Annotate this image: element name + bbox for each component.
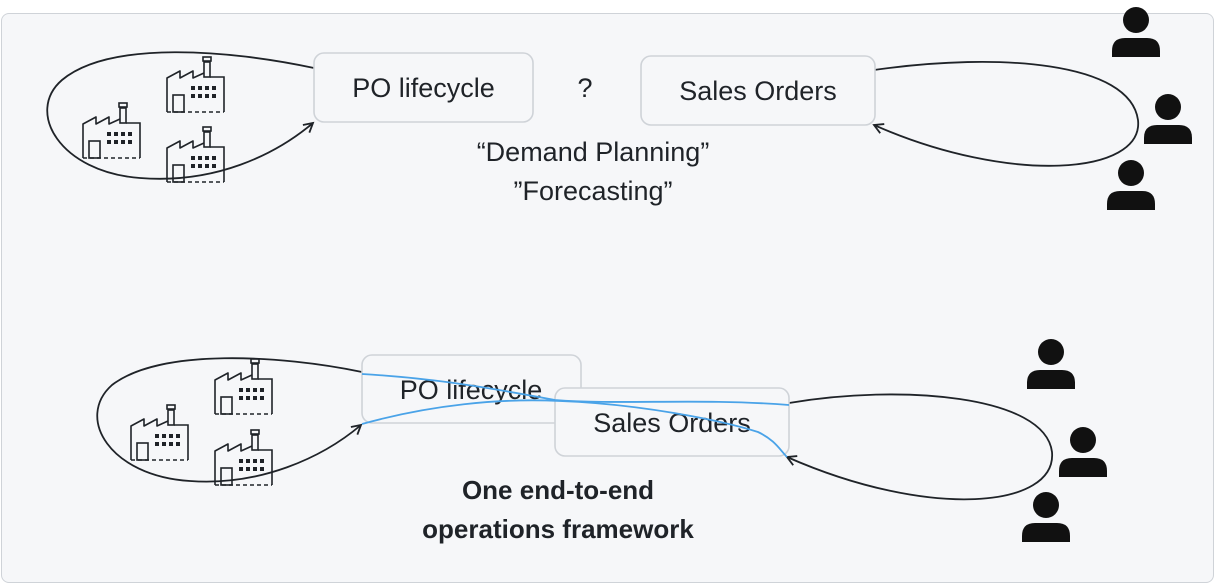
factory-icon: [130, 404, 189, 461]
top-po-label: PO lifecycle: [352, 73, 495, 103]
top-right-loop: [872, 61, 1139, 167]
person-icon: [1144, 94, 1192, 144]
top-caption-line1: “Demand Planning”: [477, 137, 710, 167]
bottom-right-loop: [785, 393, 1053, 501]
question-mark: ?: [577, 73, 592, 103]
factory-icon: [214, 358, 273, 415]
person-icon: [1027, 339, 1075, 389]
factory-icon: [166, 126, 225, 183]
person-icon: [1112, 7, 1160, 57]
top-left-loop: [46, 51, 315, 180]
bottom-left-loop: [96, 357, 363, 483]
bottom-caption-line2: operations framework: [422, 514, 694, 544]
integration-connector-lower: [361, 399, 788, 458]
bottom-caption-line1: One end-to-end: [462, 475, 654, 505]
top-sales-box: [640, 55, 876, 126]
top-caption-line2: ”Forecasting”: [513, 176, 672, 206]
top-po-box: [313, 52, 534, 123]
person-icon: [1059, 427, 1107, 477]
person-icon: [1022, 492, 1070, 542]
top-sales-label: Sales Orders: [679, 76, 837, 106]
person-icon: [1107, 160, 1155, 210]
factory-icon: [166, 56, 225, 113]
diagram-frame: [1, 13, 1214, 583]
factory-icon: [214, 429, 273, 486]
factory-icon: [82, 102, 141, 159]
